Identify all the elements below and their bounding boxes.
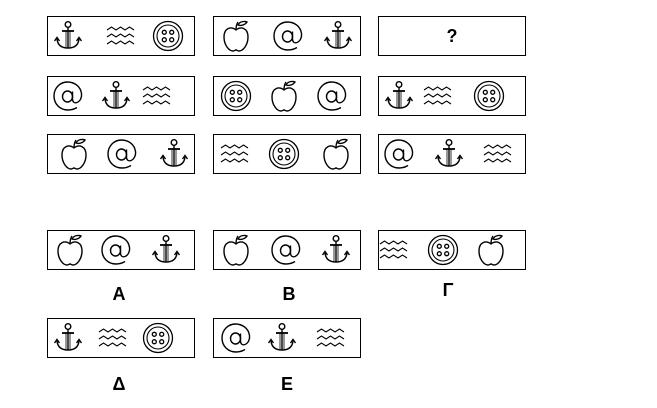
answer-label-d: Δ <box>112 374 126 394</box>
waves-icon <box>479 137 515 171</box>
at-icon <box>314 79 350 113</box>
grid-cell-5 <box>213 76 361 116</box>
grid-cell-9 <box>378 134 526 174</box>
apple-icon <box>266 79 302 113</box>
apple-icon <box>218 19 254 53</box>
at-icon <box>98 233 134 267</box>
anchor-icon <box>50 321 86 355</box>
anchor-icon <box>264 321 300 355</box>
anchor-icon <box>148 233 184 267</box>
grid-cell-4 <box>47 76 195 116</box>
anchor-icon <box>431 137 467 171</box>
waves-icon <box>138 79 174 113</box>
at-icon <box>104 137 140 171</box>
at-icon <box>268 233 304 267</box>
button-icon <box>425 233 461 267</box>
apple-icon <box>218 233 254 267</box>
answer-label-c: Γ <box>442 280 454 300</box>
anchor-icon <box>320 19 356 53</box>
button-icon <box>266 137 302 171</box>
button-icon <box>471 79 507 113</box>
waves-icon <box>419 79 455 113</box>
grid-cell-2 <box>213 16 361 56</box>
waves-icon <box>102 19 138 53</box>
answer-option-d[interactable] <box>47 318 195 358</box>
answer-label-a: Α <box>112 284 126 304</box>
button-icon <box>150 19 186 53</box>
waves-icon <box>375 233 411 267</box>
answer-option-b[interactable] <box>213 230 361 270</box>
at-icon <box>50 79 86 113</box>
anchor-icon <box>318 233 354 267</box>
at-icon <box>270 19 306 53</box>
question-mark: ? <box>446 25 458 46</box>
apple-icon <box>473 233 509 267</box>
answer-option-c[interactable] <box>378 230 526 270</box>
anchor-icon <box>98 79 134 113</box>
waves-icon <box>216 137 252 171</box>
anchor-icon <box>156 137 192 171</box>
waves-icon <box>94 321 130 355</box>
grid-cell-missing[interactable]: ? <box>378 16 526 56</box>
waves-icon <box>312 321 348 355</box>
answer-label-e: Ε <box>280 374 293 394</box>
anchor-icon <box>381 79 417 113</box>
button-icon <box>218 79 254 113</box>
anchor-icon <box>50 19 86 53</box>
grid-cell-1 <box>47 16 195 56</box>
button-icon <box>140 321 176 355</box>
apple-icon <box>56 137 92 171</box>
answer-label-b: Β <box>282 284 296 304</box>
apple-icon <box>318 137 354 171</box>
answer-option-e[interactable] <box>213 318 361 358</box>
answer-option-a[interactable] <box>47 230 195 270</box>
grid-cell-7 <box>47 134 195 174</box>
grid-cell-8 <box>213 134 361 174</box>
at-icon <box>381 137 417 171</box>
apple-icon <box>52 233 88 267</box>
grid-cell-6 <box>378 76 526 116</box>
at-icon <box>218 321 254 355</box>
